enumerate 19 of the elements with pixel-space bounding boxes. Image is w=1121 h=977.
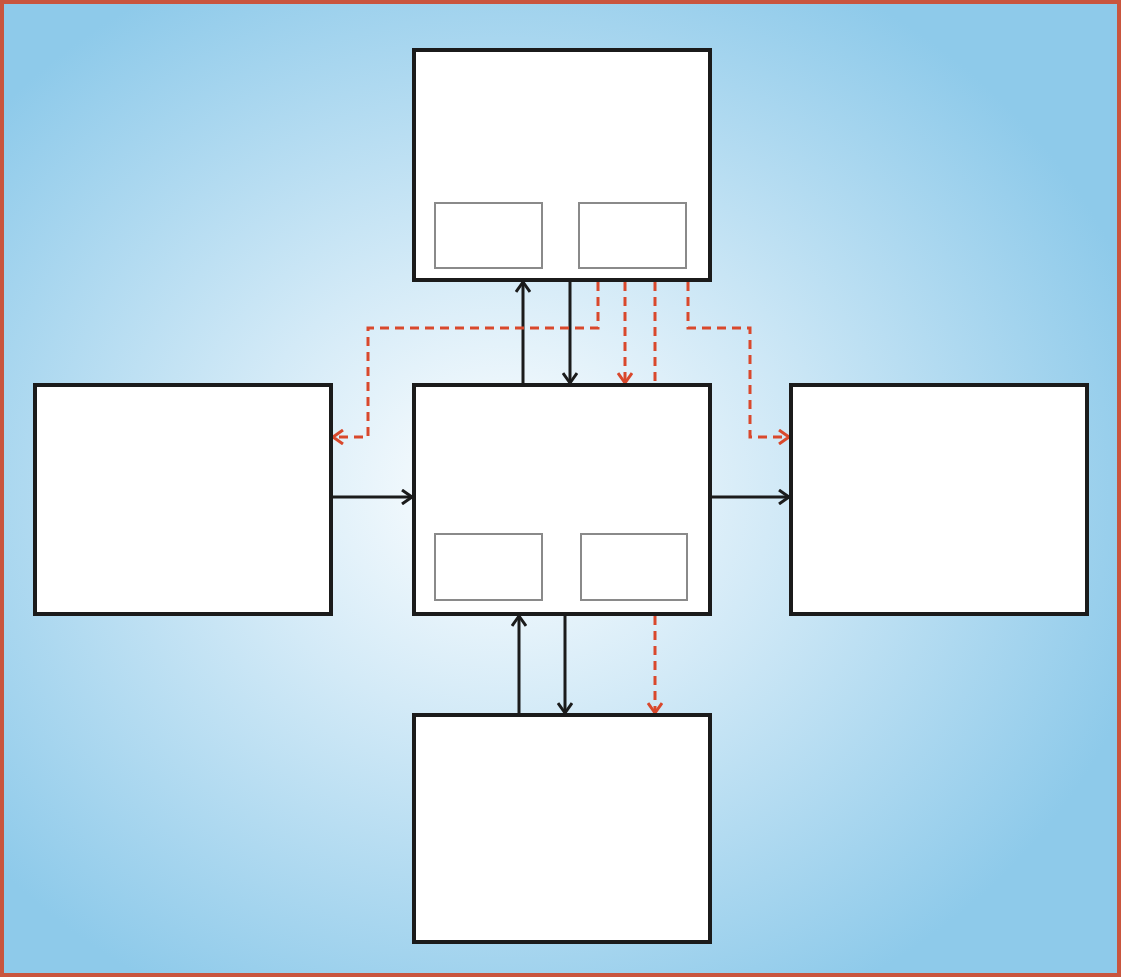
arrow <box>561 282 579 385</box>
process-box <box>789 383 1089 616</box>
connector-line <box>653 282 657 383</box>
arrow <box>616 282 634 385</box>
process-box <box>412 48 712 282</box>
inner-box <box>434 533 543 601</box>
inner-box <box>434 202 543 269</box>
process-box <box>33 383 333 616</box>
arrow <box>514 280 532 383</box>
arrow <box>556 616 574 715</box>
arrow <box>686 282 791 446</box>
process-box <box>412 383 712 616</box>
arrow <box>510 614 528 713</box>
inner-box <box>580 533 688 601</box>
arrow <box>333 488 414 506</box>
arrow <box>646 616 664 715</box>
process-box <box>412 713 712 944</box>
inner-box <box>578 202 687 269</box>
arrow <box>712 488 791 506</box>
